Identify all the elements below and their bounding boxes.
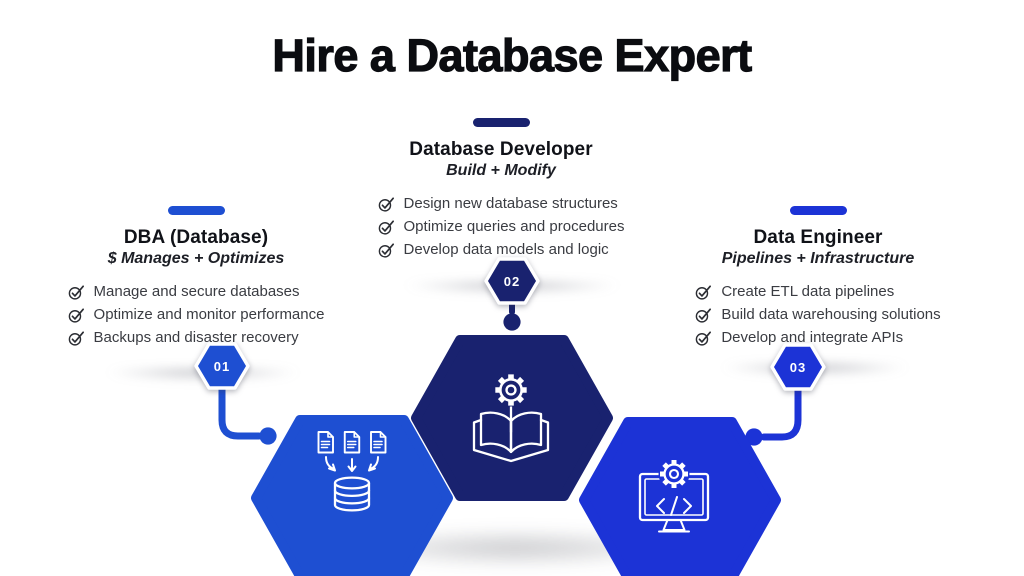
list-item-text: Optimize and monitor performance [93,306,325,323]
connector-dot [745,428,763,446]
list-item: Create ETL data pipelines [695,283,940,300]
developer-hexagon [411,335,613,501]
dba-hexagon [251,415,453,576]
connector-step-02 [503,299,521,331]
circled-check-icon [378,196,394,212]
connector-step-01 [218,385,277,445]
circled-check-icon [68,284,84,300]
circled-check-icon [68,330,84,346]
list-item-text: Build data warehousing solutions [721,306,941,323]
circled-check-icon [378,219,394,235]
feature-list: Design new database structures Optimize … [378,189,625,264]
list-item: Develop data models and logic [378,241,625,258]
section-subtitle: Build + Modify [446,162,556,179]
list-item: Design new database structures [378,195,625,212]
list-item-text: Manage and secure databases [93,283,300,300]
connector-dot [259,427,277,445]
circled-check-icon [696,330,712,346]
list-item: Build data warehousing solutions [695,306,941,323]
list-item: Backups and disaster recovery [68,329,325,346]
section-title: Data Engineer [753,227,883,248]
documents-into-database-icon [317,431,387,512]
circled-check-icon [696,307,712,323]
feature-list: Create ETL data pipelines Build data war… [695,277,941,352]
accent-bar [167,206,225,215]
circled-check-icon [68,307,84,323]
open-book-with-gear-icon [472,374,550,463]
section-subtitle: Pipelines + Infrastructure [721,250,915,267]
list-item-text: Backups and disaster recovery [93,329,299,346]
accent-bar [789,206,847,215]
list-item-text: Design new database structures [403,195,618,212]
connector-step-03 [745,385,802,446]
list-item-text: Develop and integrate APIs [721,329,904,346]
step-hexagon-01: 01 [194,342,250,390]
section-subtitle: $ Manages + Optimizes [107,250,285,267]
panel-data-engineer: Data Engineer Pipelines + Infrastructure… [679,206,957,352]
accent-bar [472,118,530,127]
step-number: 01 [214,359,230,374]
list-item: Manage and secure databases [68,283,325,300]
circled-check-icon [696,284,712,300]
section-title: Database Developer [409,139,593,160]
panel-dba: DBA (Database) $ Manages + Optimizes Man… [56,206,336,352]
list-item-text: Develop data models and logic [403,241,609,258]
monitor-with-gear-and-code-icon [638,459,710,533]
connector-dot [503,313,521,331]
engineer-hexagon [579,417,781,576]
list-item: Develop and integrate APIs [695,329,940,346]
list-item: Optimize and monitor performance [68,306,325,323]
list-item: Optimize queries and procedures [378,218,625,235]
circled-check-icon [378,242,394,258]
feature-list: Manage and secure databases Optimize and… [68,277,325,352]
list-item-text: Optimize queries and procedures [403,218,625,235]
list-item-text: Create ETL data pipelines [721,283,895,300]
step-hexagon-02: 02 [484,257,540,305]
section-title: DBA (Database) [123,227,269,248]
step-hexagon-03: 03 [770,343,826,391]
page-title: Hire a Database Expert [272,29,753,81]
panel-database-developer: Database Developer Build + Modify Design… [350,118,652,264]
step-number: 03 [790,360,806,375]
step-number: 02 [504,274,520,289]
